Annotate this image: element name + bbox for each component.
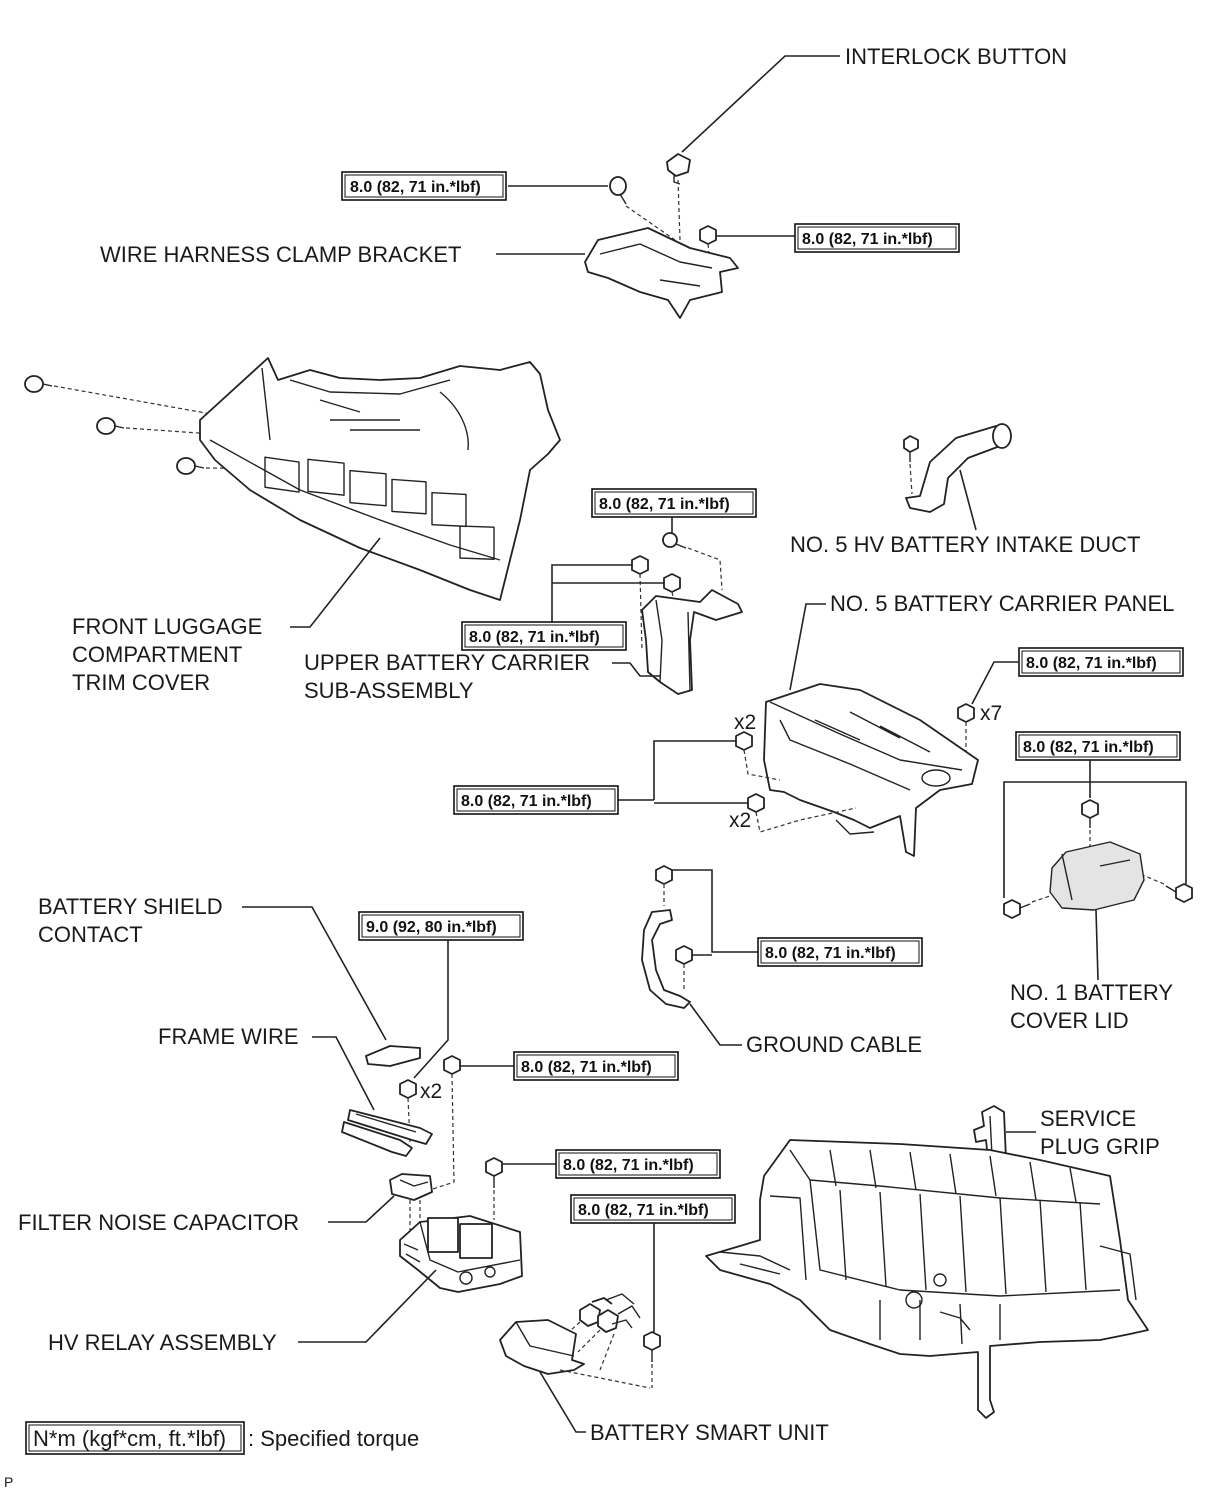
battery-shield-contact-leader xyxy=(242,906,387,1041)
carrier-panel-leader xyxy=(789,603,826,691)
corner-mark: P xyxy=(4,1474,13,1490)
smart-unit-bolt xyxy=(643,1331,661,1388)
service-plug-grip-label-line1: SERVICE xyxy=(1040,1106,1136,1131)
frame-wire-leader xyxy=(312,1036,375,1111)
trim-cover-label-line2: COMPARTMENT xyxy=(72,642,242,667)
intake-duct-part xyxy=(903,423,1012,513)
front-luggage-trim-cover-part xyxy=(199,357,561,601)
carrier-panel-label: NO. 5 BATTERY CARRIER PANEL xyxy=(830,591,1174,616)
torque-box-8: 8.0 (82, 71 in.*lbf) xyxy=(757,937,923,967)
torque-box-4: 8.0 (82, 71 in.*lbf) xyxy=(461,621,627,651)
battery-shield-contact-label-line2: CONTACT xyxy=(38,922,143,947)
wire-harness-nut xyxy=(699,225,795,263)
wire-harness-clamp-bracket-part xyxy=(584,227,739,319)
qty-x2-upper: x2 xyxy=(734,711,756,734)
carrier-panel-nuts-left xyxy=(618,731,857,833)
legend-description: : Specified torque xyxy=(248,1426,419,1451)
hv-relay-assembly-part xyxy=(399,1215,523,1293)
carrier-panel-nut-right xyxy=(957,703,975,723)
relay-nut-x2 xyxy=(399,1079,417,1099)
torque-box-6: 8.0 (82, 71 in.*lbf) xyxy=(453,785,619,815)
trim-cover-label-line3: TRIM COVER xyxy=(72,670,210,695)
torque-box-10: 8.0 (82, 71 in.*lbf) xyxy=(513,1051,679,1081)
battery-shield-contact-part xyxy=(365,1045,421,1067)
torque-box-7: 8.0 (82, 71 in.*lbf) xyxy=(1015,731,1181,761)
wire-harness-bolt-top xyxy=(508,176,681,241)
torque-value-7: 8.0 (82, 71 in.*lbf) xyxy=(1023,739,1154,756)
qty-x2-relay: x2 xyxy=(420,1080,442,1103)
hv-battery-assembly-part xyxy=(705,1139,1149,1419)
upper-carrier-label-line2: SUB-ASSEMBLY xyxy=(304,678,474,703)
torque-value-12: 8.0 (82, 71 in.*lbf) xyxy=(578,1202,709,1219)
torque-value-10: 8.0 (82, 71 in.*lbf) xyxy=(521,1059,652,1076)
upper-carrier-label-line1: UPPER BATTERY CARRIER xyxy=(304,650,590,675)
battery-smart-unit-label: BATTERY SMART UNIT xyxy=(590,1420,829,1445)
battery-smart-unit-leader xyxy=(539,1371,586,1433)
hv-relay-assembly-label: HV RELAY ASSEMBLY xyxy=(48,1330,277,1355)
torque-value-5: 8.0 (82, 71 in.*lbf) xyxy=(1026,655,1157,672)
wire-harness-clamp-bracket-label: WIRE HARNESS CLAMP BRACKET xyxy=(100,242,461,267)
torque-box-3: 8.0 (82, 71 in.*lbf) xyxy=(591,488,757,518)
ground-cable-leader xyxy=(689,1003,742,1046)
upper-battery-carrier-part xyxy=(641,589,743,695)
torque-value-9: 9.0 (92, 80 in.*lbf) xyxy=(366,919,497,936)
filter-noise-capacitor-part xyxy=(389,1173,433,1201)
filter-noise-capacitor-label: FILTER NOISE CAPACITOR xyxy=(18,1210,299,1235)
cover-lid-label-line1: NO. 1 BATTERY xyxy=(1010,980,1173,1005)
upper-carrier-leader xyxy=(612,662,660,677)
intake-duct-label: NO. 5 HV BATTERY INTAKE DUCT xyxy=(790,532,1140,557)
torque-legend: N*m (kgf*cm, ft.*lbf) : Specified torque xyxy=(25,1421,419,1455)
trim-cover-leader xyxy=(290,537,381,628)
upper-carrier-bolt xyxy=(662,532,723,591)
frame-wire-part xyxy=(341,1109,433,1157)
torque-value-6: 8.0 (82, 71 in.*lbf) xyxy=(461,793,592,810)
interlock-button-part xyxy=(666,153,691,185)
cover-lid-label-line2: COVER LID xyxy=(1010,1008,1129,1033)
legend-unit-box-text: N*m (kgf*cm, ft.*lbf) xyxy=(33,1426,226,1451)
hv-relay-assembly-leader xyxy=(298,1269,437,1343)
battery-smart-unit-part xyxy=(499,1319,651,1389)
screw-2 xyxy=(96,417,125,435)
torque-box-9: 9.0 (92, 80 in.*lbf) xyxy=(358,911,524,941)
battery-shield-contact-label-line1: BATTERY SHIELD xyxy=(38,894,223,919)
frame-wire-label: FRAME WIRE xyxy=(158,1024,299,1049)
relay-bolt xyxy=(485,1157,556,1220)
filter-noise-capacitor-leader xyxy=(328,1195,395,1223)
no1-battery-cover-lid-part xyxy=(1049,841,1145,911)
trim-cover-label-line1: FRONT LUGGAGE xyxy=(72,614,262,639)
relay-nut-2 xyxy=(443,1055,461,1075)
interlock-button-label: INTERLOCK BUTTON xyxy=(845,44,1067,69)
cover-lid-leader xyxy=(1095,909,1099,981)
qty-x2-lower: x2 xyxy=(729,809,751,832)
torque-value-1: 8.0 (82, 71 in.*lbf) xyxy=(350,179,481,196)
torque-value-2: 8.0 (82, 71 in.*lbf) xyxy=(802,231,933,248)
torque-box-11: 8.0 (82, 71 in.*lbf) xyxy=(555,1149,721,1179)
qty-x7: x7 xyxy=(980,702,1002,725)
torque-value-3: 8.0 (82, 71 in.*lbf) xyxy=(599,496,730,513)
torque-box-1: 8.0 (82, 71 in.*lbf) xyxy=(341,171,507,201)
torque-value-11: 8.0 (82, 71 in.*lbf) xyxy=(563,1157,694,1174)
intake-duct-leader xyxy=(959,469,977,531)
screw-1 xyxy=(24,375,53,393)
upper-carrier-nuts xyxy=(551,555,681,651)
ground-cable-label: GROUND CABLE xyxy=(746,1032,922,1057)
screw-3 xyxy=(176,457,205,475)
torque-value-4: 8.0 (82, 71 in.*lbf) xyxy=(469,629,600,646)
no5-battery-carrier-panel-part xyxy=(763,683,979,857)
interlock-button-group: INTERLOCK BUTTON xyxy=(666,44,1067,185)
torque-box-12: 8.0 (82, 71 in.*lbf) xyxy=(570,1194,736,1224)
torque-box-2: 8.0 (82, 71 in.*lbf) xyxy=(794,223,960,253)
torque-box-5: 8.0 (82, 71 in.*lbf) xyxy=(1018,647,1184,677)
smart-unit-connectors xyxy=(559,1293,641,1371)
service-plug-grip-label-line2: PLUG GRIP xyxy=(1040,1134,1160,1159)
interlock-button-leader xyxy=(681,55,840,153)
ground-cable-part xyxy=(641,865,758,1009)
torque-value-8: 8.0 (82, 71 in.*lbf) xyxy=(765,945,896,962)
